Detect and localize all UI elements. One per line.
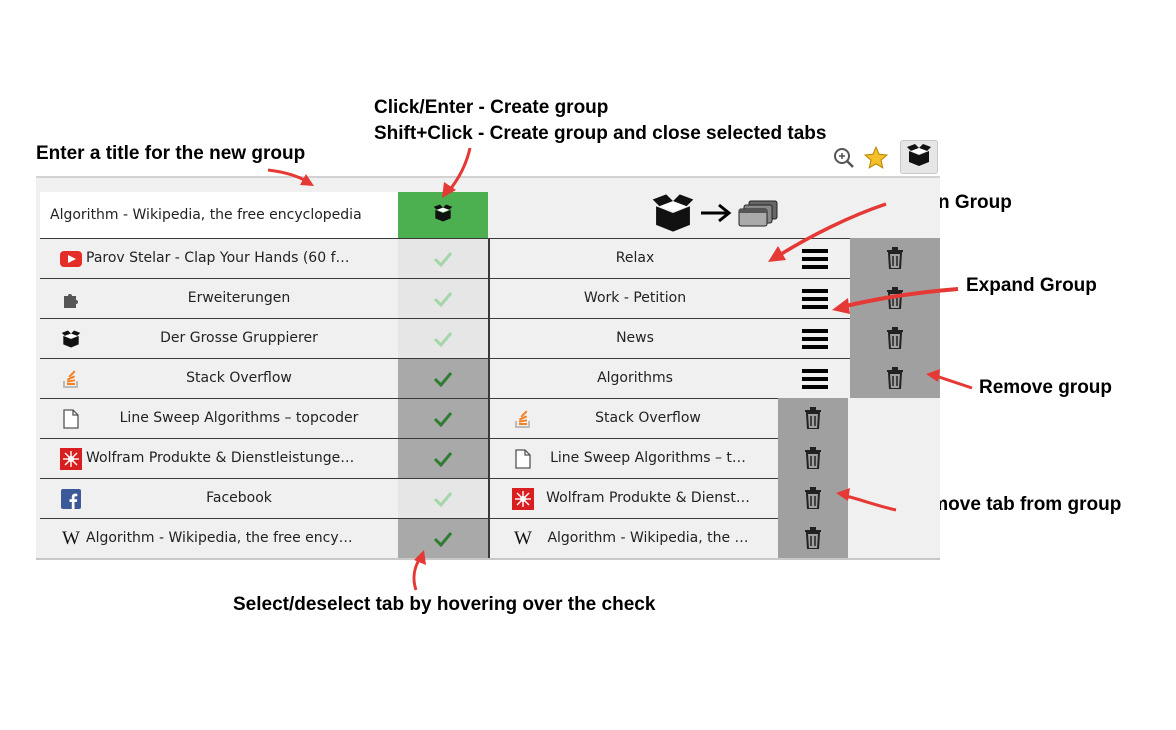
group-tab-title: Wolfram Produkte & Dienst… (546, 490, 750, 506)
group-row[interactable]: Relax (490, 238, 940, 278)
puzzle-icon (60, 289, 82, 309)
tab-row: Facebook (40, 478, 488, 518)
box-icon (433, 204, 453, 227)
tab-title: Parov Stelar - Clap Your Hands (60 f… (86, 250, 350, 266)
trash-icon[interactable] (850, 238, 940, 278)
tab-title: Line Sweep Algorithms – topcoder (119, 410, 359, 426)
hamburger-icon[interactable] (790, 247, 840, 271)
browser-toolbar (36, 140, 940, 176)
group-tab-row[interactable]: W Algorithm - Wikipedia, the … (490, 518, 848, 558)
annotation-select: Select/deselect tab by hovering over the… (233, 594, 656, 615)
tab-title: Facebook (206, 490, 272, 506)
trash-icon[interactable] (778, 398, 848, 438)
check-icon (433, 371, 453, 387)
tab-row: Der Grosse Gruppierer (40, 318, 488, 358)
check-icon (433, 491, 453, 507)
tab-select-check[interactable] (398, 319, 488, 358)
tab-row: Wolfram Produkte & Dienstleistunge… (40, 438, 488, 478)
group-tab-title: Stack Overflow (595, 410, 701, 426)
group-title: News (616, 330, 654, 346)
annotation-create-line2: Shift+Click - Create group and close sel… (374, 123, 827, 144)
group-row[interactable]: Work - Petition (490, 278, 940, 318)
annotation-expand-group: Expand Group (966, 275, 1097, 296)
annotation-remove-tab: Remove tab from group (907, 494, 1122, 515)
tab-select-check[interactable] (398, 399, 488, 438)
arrow-remove-group (935, 374, 973, 390)
wikipedia-icon: W (62, 528, 80, 549)
trash-icon[interactable] (850, 278, 940, 318)
group-title: Algorithms (597, 370, 673, 386)
group-tab-title: Algorithm - Wikipedia, the … (547, 530, 749, 546)
annotation-create-line1: Click/Enter - Create group (374, 97, 609, 118)
hamburger-icon[interactable] (790, 327, 840, 351)
group-row[interactable]: Algorithms (490, 358, 940, 398)
bookmark-star-icon[interactable] (862, 144, 890, 172)
tab-row: Line Sweep Algorithms – topcoder (40, 398, 488, 438)
group-tab-row[interactable]: Wolfram Produkte & Dienst… (490, 478, 848, 518)
tab-row: Stack Overflow (40, 358, 488, 398)
tab-row: Erweiterungen (40, 278, 488, 318)
box-icon (906, 143, 932, 171)
box-icon (60, 329, 82, 349)
create-group-button[interactable] (398, 192, 488, 238)
arrow-right-icon (699, 201, 733, 230)
check-icon (433, 331, 453, 347)
tab-title: Der Grosse Gruppierer (160, 330, 318, 346)
wolfram-icon (60, 448, 82, 470)
group-tab-row[interactable]: Stack Overflow (490, 398, 848, 438)
check-icon (433, 451, 453, 467)
box-icon (651, 193, 695, 237)
stackoverflow-icon (60, 369, 82, 389)
tab-select-check[interactable] (398, 239, 488, 278)
check-icon (433, 291, 453, 307)
tab-title: Algorithm - Wikipedia, the free ency… (86, 530, 353, 546)
column-divider (488, 238, 490, 558)
tab-row: W Algorithm - Wikipedia, the free ency… (40, 518, 488, 558)
annotation-remove-group: Remove group (979, 377, 1113, 398)
group-tab-row[interactable]: Line Sweep Algorithms – t… (490, 438, 848, 478)
annotation-title: Enter a title for the new group (36, 143, 306, 164)
hamburger-icon[interactable] (790, 287, 840, 311)
trash-icon[interactable] (778, 518, 848, 558)
trash-icon[interactable] (778, 478, 848, 518)
group-row[interactable]: News (490, 318, 940, 358)
tab-title: Erweiterungen (187, 290, 291, 306)
document-icon (60, 409, 82, 429)
open-groups-header (490, 192, 940, 238)
wolfram-icon (512, 488, 534, 510)
group-title-input[interactable] (40, 192, 398, 238)
tab-select-check[interactable] (398, 479, 488, 518)
tab-select-check[interactable] (398, 359, 488, 398)
tab-title: Stack Overflow (186, 370, 292, 386)
arrow-select (412, 557, 422, 591)
check-icon (433, 411, 453, 427)
trash-icon[interactable] (778, 438, 848, 478)
tab-row: Parov Stelar - Clap Your Hands (60 f… (40, 238, 488, 278)
zoom-icon[interactable] (830, 144, 858, 172)
tab-select-check[interactable] (398, 519, 488, 558)
hamburger-icon[interactable] (790, 367, 840, 391)
check-icon (433, 251, 453, 267)
trash-icon[interactable] (850, 358, 940, 398)
group-title: Work - Petition (583, 290, 687, 306)
trash-icon[interactable] (850, 318, 940, 358)
group-title: Relax (615, 250, 655, 266)
check-icon (433, 531, 453, 547)
tab-select-check[interactable] (398, 279, 488, 318)
document-icon (512, 449, 534, 469)
stackoverflow-icon (512, 409, 534, 429)
facebook-icon (60, 489, 82, 509)
group-tab-title: Line Sweep Algorithms – t… (550, 450, 746, 466)
wikipedia-icon: W (514, 528, 532, 549)
tab-title: Wolfram Produkte & Dienstleistunge… (86, 450, 355, 466)
tab-select-check[interactable] (398, 439, 488, 478)
extension-popup: Parov Stelar - Clap Your Hands (60 f… Er… (36, 176, 940, 560)
tab-stack-icon (737, 199, 779, 232)
extension-button[interactable] (900, 140, 938, 174)
youtube-icon (60, 249, 82, 269)
